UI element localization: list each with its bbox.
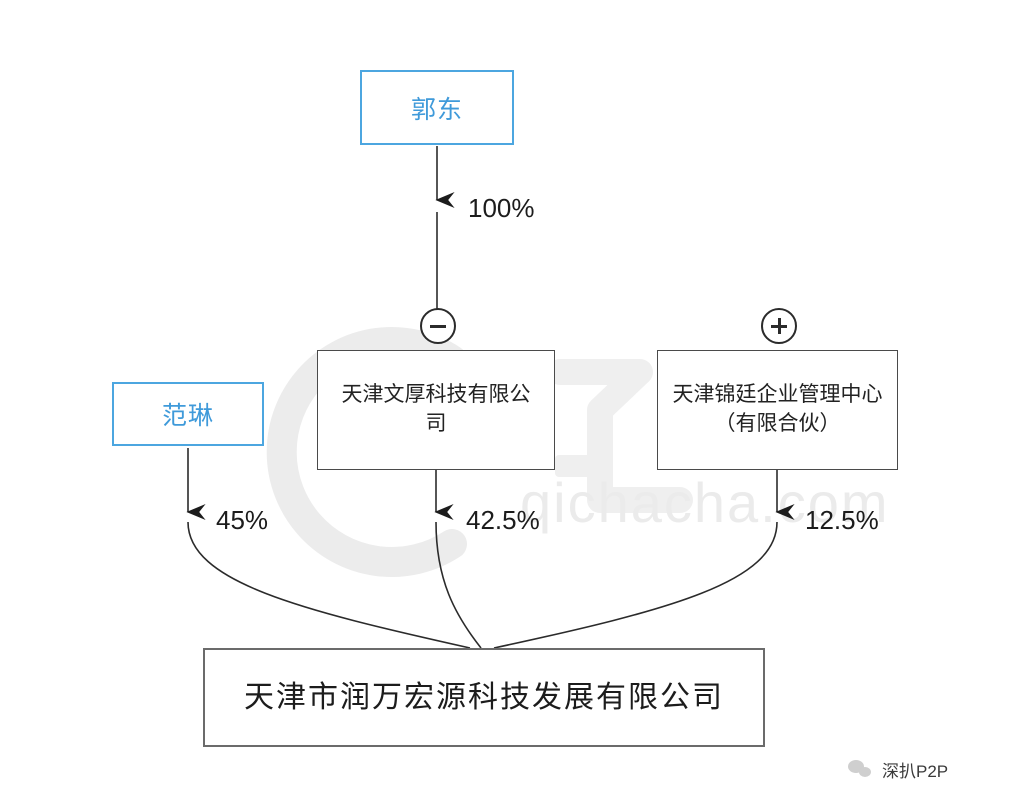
node-label: 天津市润万宏源科技发展有限公司 [244, 680, 724, 714]
node-company-wenhou[interactable]: 天津文厚科技有限公司 [317, 350, 555, 470]
edge-wenhou-to-runwan [434, 470, 482, 649]
node-person-guodong[interactable]: 郭东 [360, 70, 514, 145]
node-label: 天津文厚科技有限公司 [341, 383, 531, 435]
node-label: 天津锦廷企业管理中心（有限合伙） [672, 383, 883, 435]
expand-plus-icon[interactable] [761, 308, 797, 344]
node-company-runwan-root[interactable]: 天津市润万宏源科技发展有限公司 [203, 648, 765, 747]
collapse-minus-icon[interactable] [420, 308, 456, 344]
wechat-bubble-icon [848, 759, 874, 780]
brand-badge: 深扒P2P [848, 757, 948, 782]
edge-label-jinting-runwan: 12.5% [805, 505, 879, 535]
edge-label-wenhou-runwan: 42.5% [466, 505, 540, 535]
node-label: 范琳 [161, 402, 214, 430]
node-label: 郭东 [410, 95, 463, 124]
edge-label-fanlin-runwan: 45% [216, 505, 269, 535]
node-person-fanlin[interactable]: 范琳 [112, 382, 264, 446]
edge-fanlin-to-runwan [186, 448, 471, 649]
brand-name: 深扒P2P [882, 762, 949, 781]
bubble-small [859, 766, 871, 777]
edge-label-guodong-wenhou: 100% [468, 193, 535, 223]
minus-bar [430, 324, 446, 328]
plus-bar-vertical [777, 318, 781, 334]
edge-jinting-to-runwan [493, 470, 795, 649]
node-company-jinting[interactable]: 天津锦廷企业管理中心（有限合伙） [657, 350, 898, 470]
